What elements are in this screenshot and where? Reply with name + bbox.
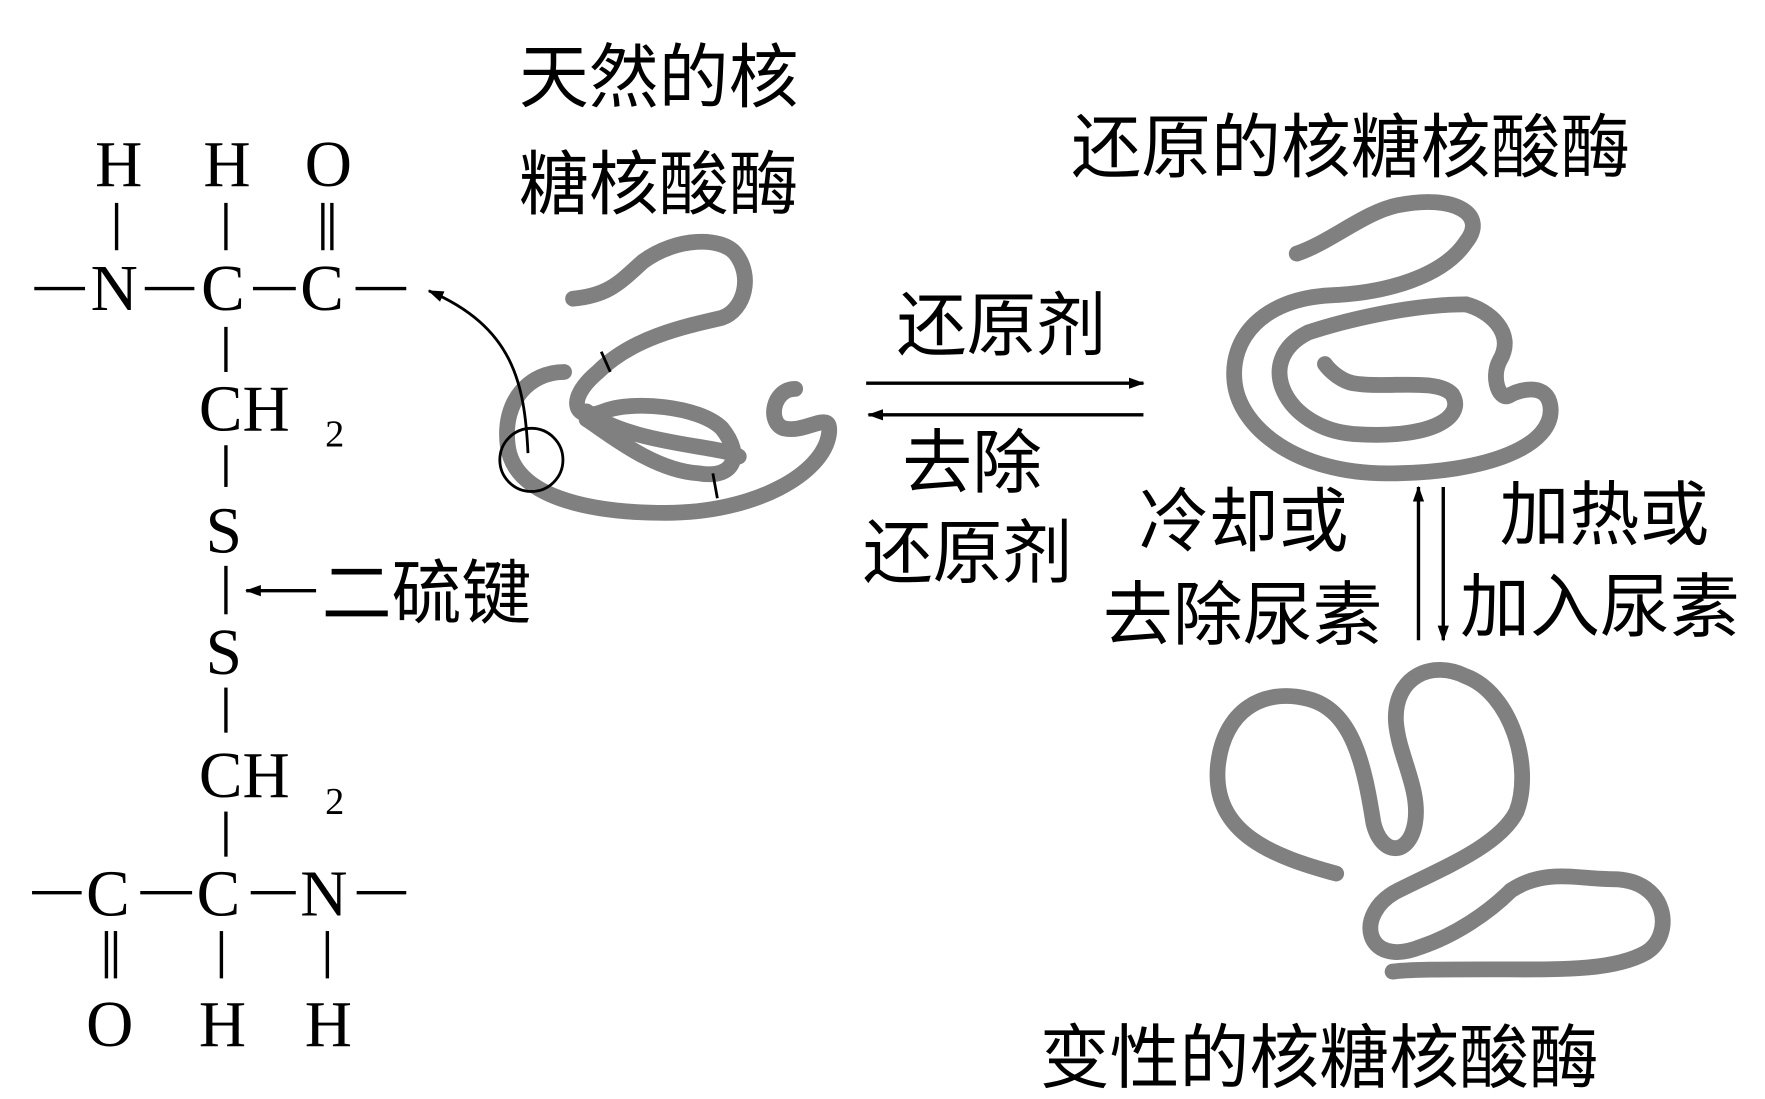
atom-c1: C <box>201 253 245 325</box>
atom-h3: H <box>199 989 246 1061</box>
heat-label-line2: 加入尿素 <box>1460 567 1740 648</box>
atom-c2: C <box>300 253 344 325</box>
remove-reducing-agent-line1: 去除 <box>902 423 1042 504</box>
disulfide-highlight-circle <box>498 426 565 493</box>
atom-s1: S <box>206 495 242 567</box>
denatured-label: 变性的核糖核酸酶 <box>1040 1018 1599 1099</box>
remove-reducing-agent-line2: 还原剂 <box>863 513 1073 594</box>
atom-h4: H <box>305 989 352 1061</box>
reduced-label: 还原的核糖核酸酶 <box>1071 107 1630 188</box>
atom-h1: H <box>95 129 142 201</box>
disulfide-label: 二硫键 <box>322 554 532 635</box>
atom-h2: H <box>203 129 250 201</box>
ch2-bottom: CH <box>199 740 290 812</box>
subscript-2: 2 <box>325 413 344 455</box>
reduced-ribonuclease-shape <box>1226 194 1559 482</box>
heat-label-line1: 加热或 <box>1500 475 1710 556</box>
native-label-line1: 天然的核 <box>519 37 799 118</box>
atom-o1: O <box>305 129 352 201</box>
atom-c3: C <box>86 858 130 930</box>
cool-label-line1: 冷却或 <box>1139 482 1349 563</box>
atom-n1: N <box>91 253 138 325</box>
disulfide-structure: H H O N C C CH 2 S S CH 2 C C N O <box>32 129 407 1061</box>
native-label-line2: 糖核酸酶 <box>519 145 799 226</box>
atom-n2: N <box>300 858 347 930</box>
subscript-2: 2 <box>325 781 344 823</box>
atom-o2: O <box>86 989 133 1061</box>
cool-label-line2: 去除尿素 <box>1103 575 1383 656</box>
reducing-agent-label: 还原剂 <box>897 285 1107 366</box>
atom-s2: S <box>206 617 242 689</box>
atom-c4: C <box>197 858 241 930</box>
denatured-ribonuclease-shape <box>1209 662 1671 980</box>
pointer-arrow <box>427 289 530 454</box>
ch2-top: CH <box>199 374 290 446</box>
native-ribonuclease-shape <box>427 233 838 521</box>
